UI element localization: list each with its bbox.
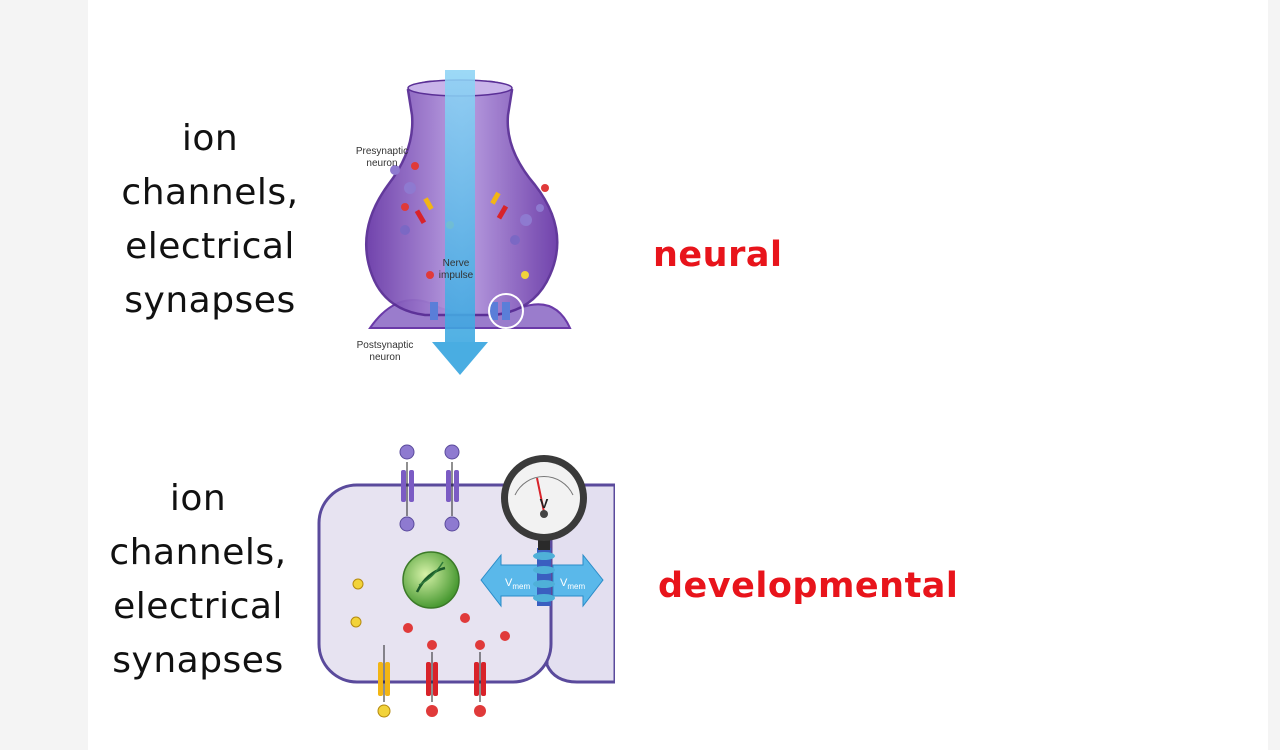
voltmeter-icon: V xyxy=(501,455,587,550)
cell-illustration: Vmem Vmem V xyxy=(317,444,615,718)
junction-highlight-circle xyxy=(488,293,524,329)
ion-particle xyxy=(390,165,400,175)
dna-icon xyxy=(415,566,446,593)
red-channel xyxy=(426,640,438,717)
vmem-left-label: Vmem xyxy=(505,577,530,591)
ion-particle xyxy=(350,616,362,628)
purple-channel xyxy=(444,444,460,532)
membrane-channel xyxy=(414,209,427,225)
ion-particle xyxy=(500,631,510,641)
nucleus xyxy=(402,551,460,609)
vesicle xyxy=(520,214,532,226)
ion-particle xyxy=(460,613,470,623)
membrane-channel xyxy=(490,191,501,205)
ion-particle xyxy=(426,271,434,279)
caption-line: channels, xyxy=(109,532,287,573)
vmem-right-label: Vmem xyxy=(560,577,585,591)
membrane-channel xyxy=(496,204,509,220)
slide xyxy=(88,0,1268,750)
vesicle xyxy=(400,225,410,235)
impulse-arrow-head xyxy=(432,342,488,375)
caption-line: electrical xyxy=(125,226,295,267)
ion-particle xyxy=(411,162,419,170)
ion-particle xyxy=(521,271,529,279)
caption-line: channels, xyxy=(121,172,299,213)
ion-particle xyxy=(403,623,413,633)
ion-particle xyxy=(541,184,549,192)
vesicle xyxy=(510,235,520,245)
impulse-arrow-shaft xyxy=(445,70,475,342)
caption-developmental: ion channels, electrical synapses xyxy=(88,472,308,688)
yellow-channel xyxy=(377,645,391,718)
caption-neural: ion channels, electrical synapses xyxy=(100,112,320,328)
gap-junction xyxy=(430,302,438,320)
caption-line: ion xyxy=(169,478,227,519)
meter-symbol: V xyxy=(540,496,549,511)
caption-line: synapses xyxy=(124,280,296,321)
tag-developmental: developmental xyxy=(658,566,959,606)
vesicle xyxy=(404,182,416,194)
tag-neural: neural xyxy=(653,235,783,275)
ion-particle xyxy=(352,578,364,590)
gap-junction xyxy=(502,302,510,320)
ion-particle xyxy=(401,203,409,211)
vmem-arrow-right xyxy=(552,553,604,608)
red-channel xyxy=(474,640,486,717)
purple-channel xyxy=(399,444,415,532)
caption-line: electrical xyxy=(113,586,283,627)
membrane-channel xyxy=(423,197,434,211)
gap-junction xyxy=(490,302,498,320)
gap-junction-coil xyxy=(533,548,555,606)
caption-line: synapses xyxy=(112,640,284,681)
ion-particle xyxy=(536,204,544,212)
caption-line: ion xyxy=(181,118,239,159)
